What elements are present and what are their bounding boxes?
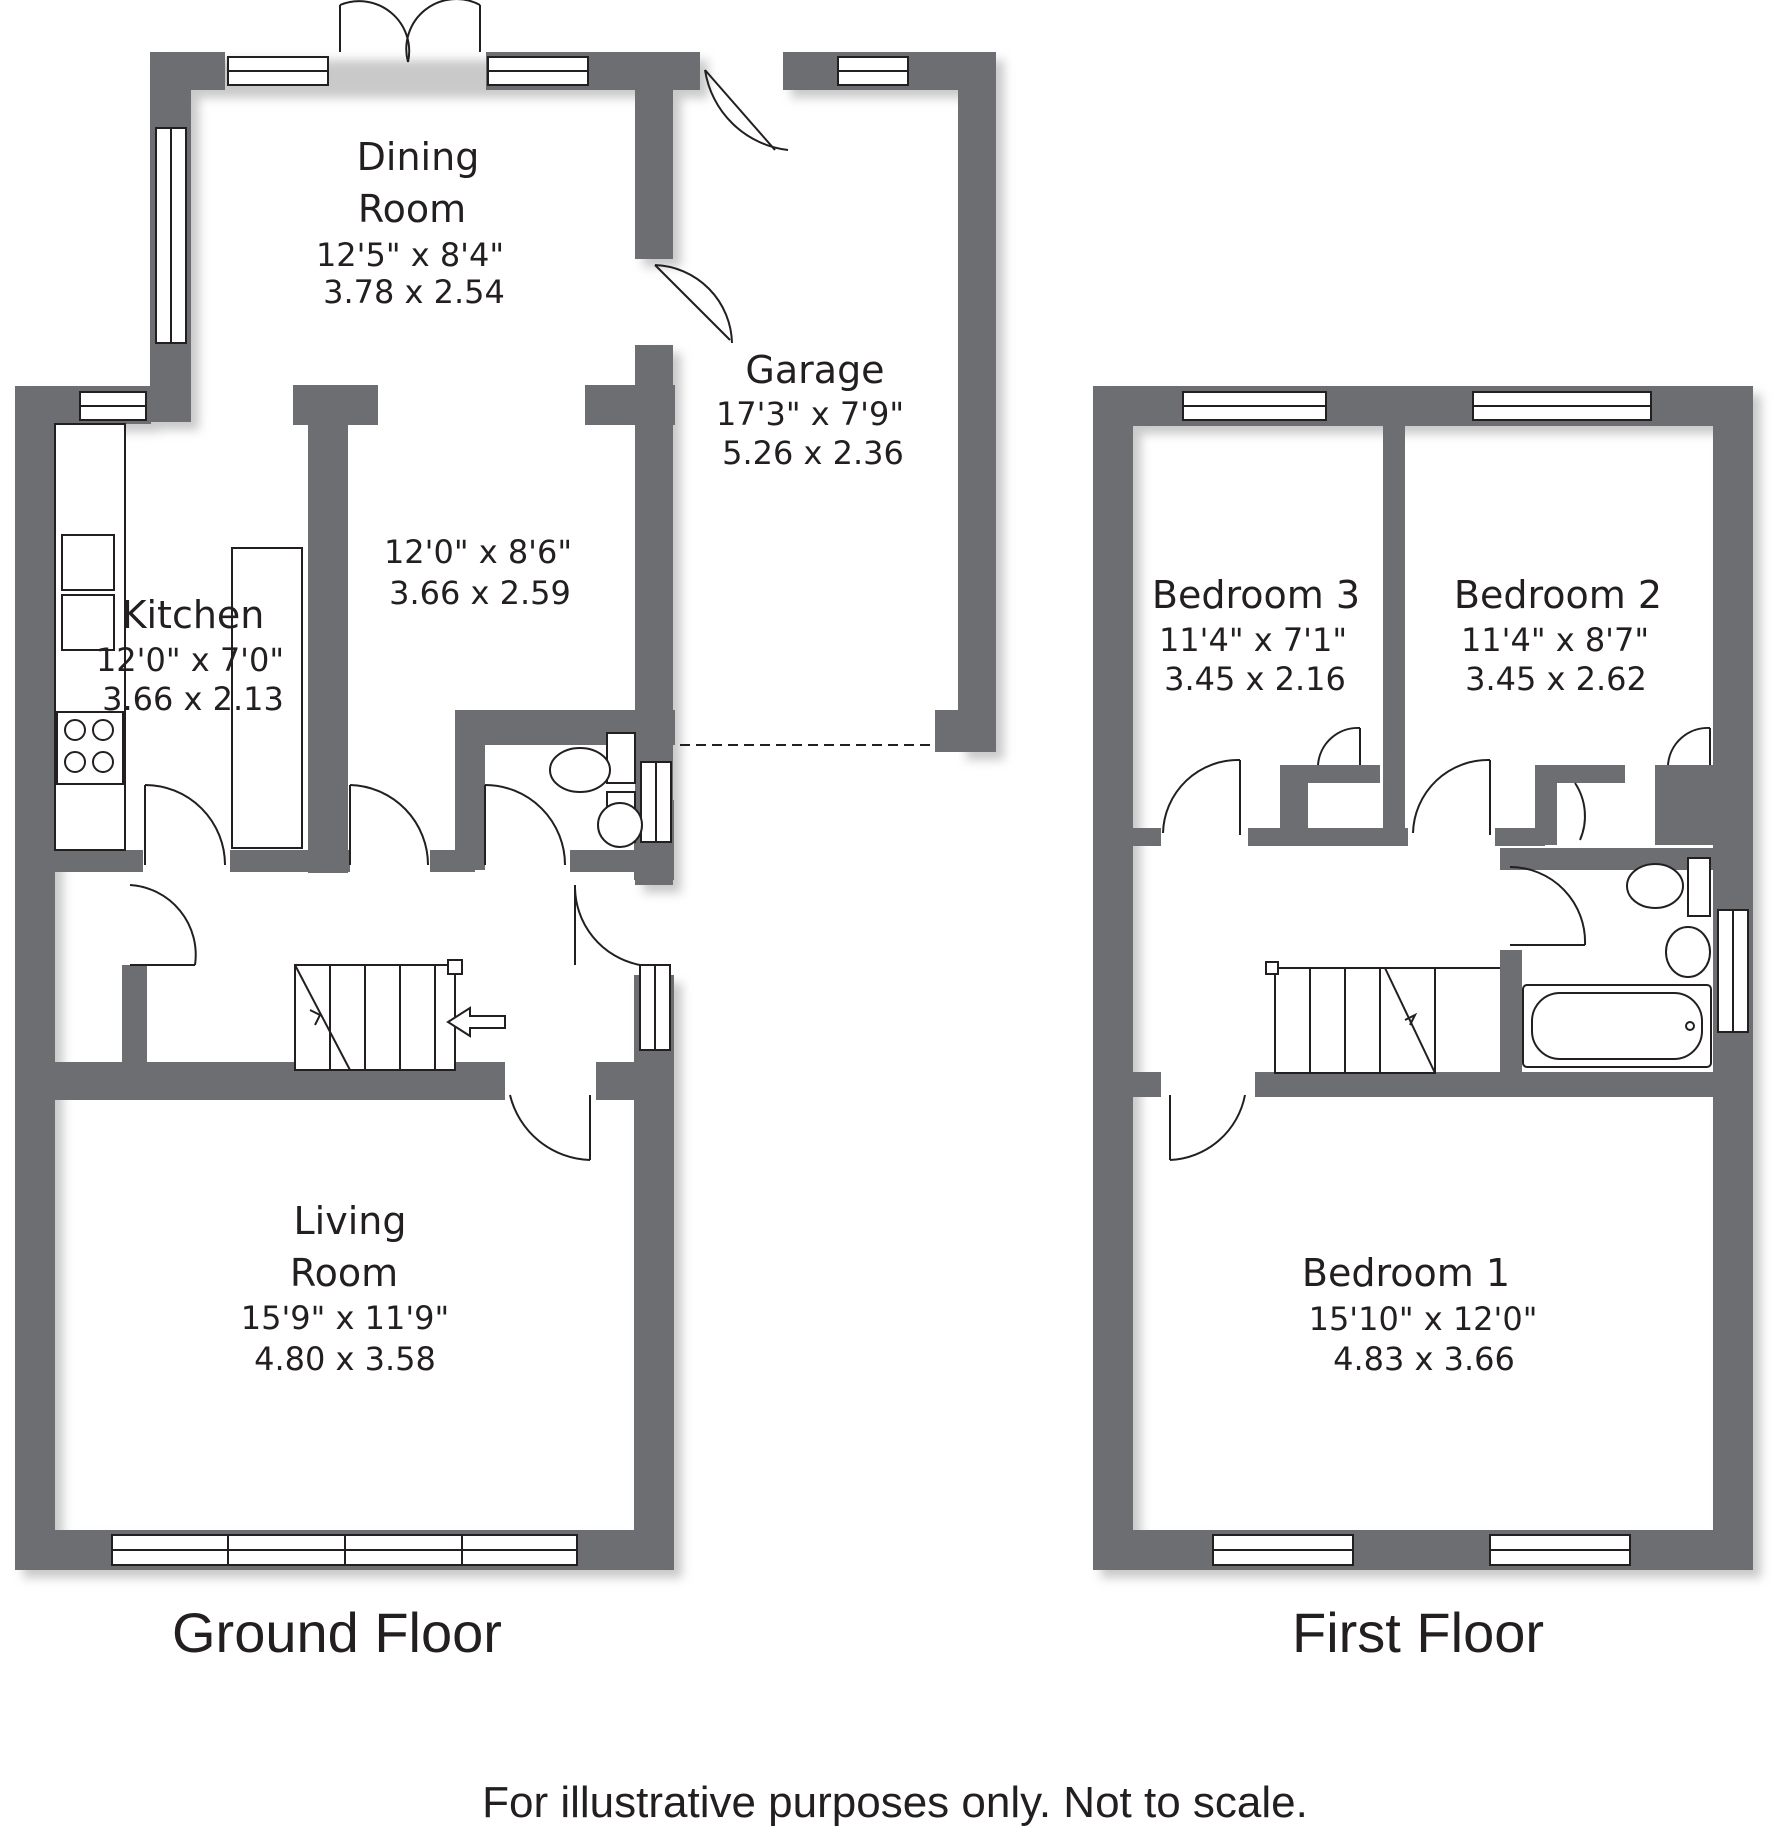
disclaimer-text: For illustrative purposes only. Not to s… bbox=[482, 1778, 1308, 1827]
bedroom2-dim-imperial: 11'4" x 8'7" bbox=[1461, 621, 1649, 659]
kitchen-name: Kitchen bbox=[122, 593, 265, 637]
dining-room-name-line1: Dining bbox=[357, 135, 480, 179]
dining-room-dim-metric: 3.78 x 2.54 bbox=[323, 273, 505, 311]
garage-name: Garage bbox=[745, 348, 884, 392]
kitchen-dim-imperial: 12'0" x 7'0" bbox=[96, 641, 284, 679]
middle-room-dim-imperial: 12'0" x 8'6" bbox=[384, 533, 572, 571]
bedroom2-dim-metric: 3.45 x 2.62 bbox=[1465, 660, 1647, 698]
first-floor-plan: Bedroom 3 11'4" x 7'1" 3.45 x 2.16 Bedro… bbox=[1093, 386, 1761, 1578]
kitchen-dim-metric: 3.66 x 2.13 bbox=[102, 680, 284, 718]
bedroom3-name: Bedroom 3 bbox=[1152, 573, 1360, 617]
bedroom3-dim-imperial: 11'4" x 7'1" bbox=[1159, 621, 1347, 659]
bedroom1-name: Bedroom 1 bbox=[1302, 1251, 1510, 1295]
ground-floor-title: Ground Floor bbox=[172, 1601, 502, 1664]
living-room-dim-imperial: 15'9" x 11'9" bbox=[241, 1299, 449, 1337]
bedroom1-dim-imperial: 15'10" x 12'0" bbox=[1309, 1300, 1538, 1338]
middle-room-dim-metric: 3.66 x 2.59 bbox=[389, 574, 571, 612]
bedroom2-name: Bedroom 2 bbox=[1454, 573, 1662, 617]
bedroom3-dim-metric: 3.45 x 2.16 bbox=[1164, 660, 1346, 698]
garage-dim-metric: 5.26 x 2.36 bbox=[722, 434, 904, 472]
first-floor-title: First Floor bbox=[1292, 1601, 1544, 1664]
dining-room-dim-imperial: 12'5" x 8'4" bbox=[316, 236, 504, 274]
ground-floor-plan: Dining Room 12'5" x 8'4" 3.78 x 2.54 Gar… bbox=[15, 0, 1004, 1578]
bedroom1-dim-metric: 4.83 x 3.66 bbox=[1333, 1340, 1515, 1378]
living-room-dim-metric: 4.80 x 3.58 bbox=[254, 1340, 436, 1378]
dining-room-name-line2: Room bbox=[358, 187, 466, 231]
living-room-name-line2: Room bbox=[290, 1251, 398, 1295]
garage-dim-imperial: 17'3" x 7'9" bbox=[716, 395, 904, 433]
living-room-name-line1: Living bbox=[294, 1199, 407, 1243]
